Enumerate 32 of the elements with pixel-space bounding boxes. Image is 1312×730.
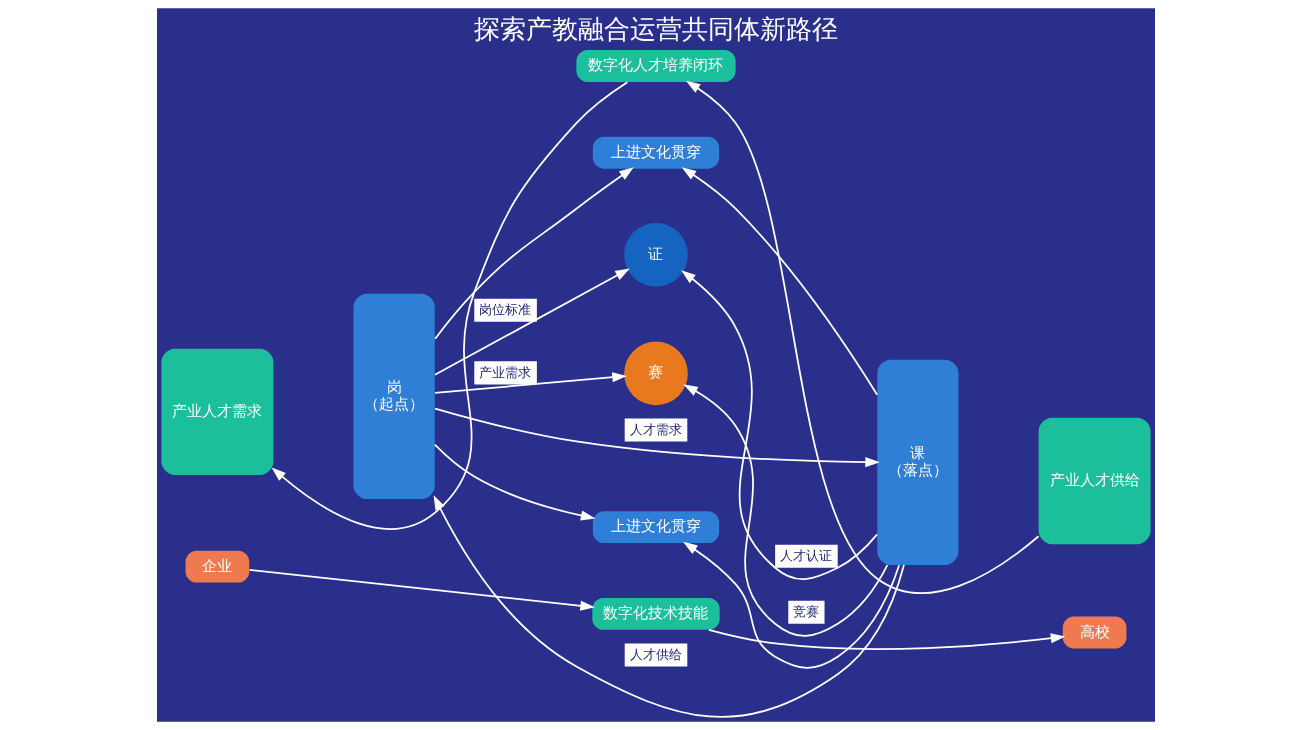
arrow	[433, 443, 596, 521]
arrow	[685, 80, 1040, 594]
node-circle: 证	[624, 223, 688, 287]
node-box: 数字化技术技能	[592, 597, 720, 630]
arrow	[434, 372, 627, 394]
node-box: 课 （落点）	[877, 359, 959, 565]
node-box: 岗 （起点）	[353, 293, 435, 500]
arrow	[434, 407, 880, 468]
arrow	[681, 167, 878, 396]
edge-label: 人才认证	[780, 548, 833, 564]
node-box: 上进文化贯穿	[592, 136, 720, 169]
arrow	[681, 270, 878, 581]
node-box: 高校	[1062, 616, 1127, 649]
arrow	[434, 167, 634, 340]
edge-label: 人才供给	[629, 646, 682, 662]
arrow	[683, 384, 889, 637]
node-circle: 赛	[624, 341, 688, 406]
edge-label: 产业需求	[479, 364, 532, 380]
arrow	[271, 81, 629, 530]
node-box: 上进文化贯穿	[592, 511, 720, 544]
arrow	[708, 628, 1066, 650]
edge-label: 岗位标准	[479, 302, 532, 318]
node-box: 产业人才需求	[161, 348, 274, 475]
node-box: 企业	[185, 550, 250, 583]
arrow	[433, 495, 905, 718]
diagram-title: 探索产教融合运营共同体新路径	[474, 14, 838, 45]
node-box: 产业人才供给	[1038, 417, 1151, 545]
edge-label: 人才需求	[629, 421, 682, 437]
arrow	[248, 569, 595, 611]
arrow	[434, 268, 630, 376]
node-box: 数字化人才培养闭环	[576, 50, 736, 82]
edge-label: 竞赛	[793, 604, 820, 620]
